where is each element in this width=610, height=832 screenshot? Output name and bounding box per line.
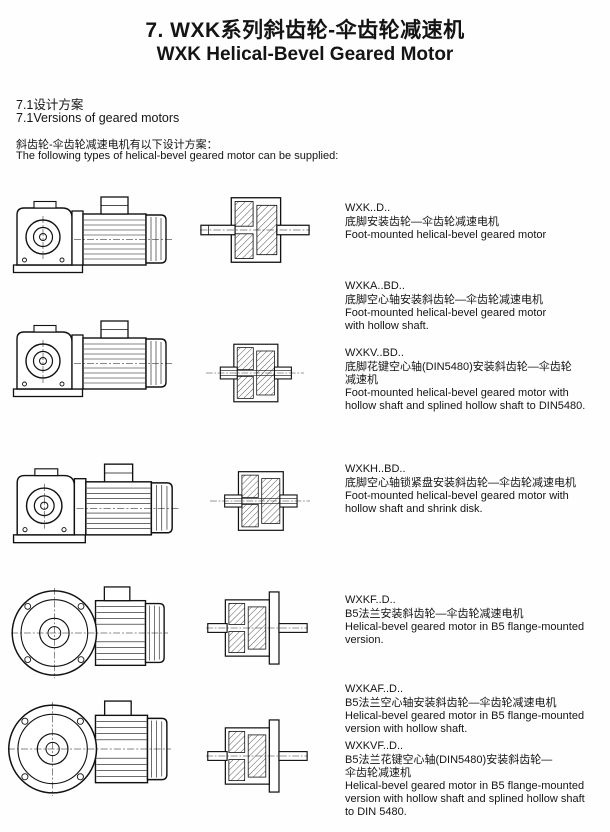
hollow-shaft-cross-section-drawing-2 [210,466,310,536]
flange-mounted-geared-motor-drawing-2 [6,698,188,800]
flange-cross-section-drawing-1 [206,588,308,668]
variant-desc-en: Helical-bevel geared motor in B5 flange-… [345,780,585,818]
intro-text-zh: 斜齿轮-伞齿轮减速电机有以下设计方案： [16,139,218,151]
page-title-zh: 7. WXK系列斜齿轮-伞齿轮减速机 [145,19,465,42]
variant-block-wxkaf-d: WXKAF..D.. B5法兰空心轴安装斜齿轮—伞齿轮减速电机 Helical-… [345,683,607,736]
section-heading-zh: 7.1设计方案 [16,98,84,112]
variant-block-wxk-d: WXK..D.. 底脚安装齿轮—伞齿轮减速电机 Foot-mounted hel… [345,202,607,242]
foot-mounted-hollow-shaft-motor-drawing [12,310,187,400]
variant-block-wxkh-bd: WXKH..BD.. 底脚空心轴锁紧盘安装斜齿轮—伞齿轮减速电机 Foot-mo… [345,463,607,516]
variant-desc-en: Foot-mounted helical-bevel geared motor … [345,307,547,332]
variant-desc-zh: 底脚安装齿轮—伞齿轮减速电机 [345,216,499,228]
variant-block-wxkvf-d: WXKVF..D.. B5法兰花键空心轴(DIN5480)安装斜齿轮— 伞齿轮减… [345,740,607,819]
intro-text-en: The following types of helical-bevel gea… [16,150,339,162]
variant-model: WXKF..D.. [345,594,396,606]
flange-cross-section-drawing-2 [206,712,308,800]
variant-block-wxkv-bd: WXKV..BD.. 底脚花键空心轴(DIN5480)安装斜齿轮—伞齿轮 减速机… [345,347,607,413]
flange-mounted-geared-motor-drawing-1 [6,584,188,682]
gear-unit-cross-section-drawing-1 [197,193,313,267]
variant-desc-en: Helical-bevel geared motor in B5 flange-… [345,710,585,735]
variant-model: WXK..D.. [345,202,391,214]
variant-model: WXKVF..D.. [345,740,404,752]
variant-desc-zh: 底脚空心轴锁紧盘安装斜齿轮—伞齿轮减速电机 [345,477,576,489]
variant-desc-zh: B5法兰空心轴安装斜齿轮—伞齿轮减速电机 [345,697,557,709]
variant-block-wxkf-d: WXKF..D.. B5法兰安装斜齿轮—伞齿轮减速电机 Helical-beve… [345,594,607,647]
variant-desc-zh: 底脚空心轴安装斜齿轮—伞齿轮减速电机 [345,294,543,306]
variant-desc-en: Foot-mounted helical-bevel geared motor [345,229,547,241]
variant-model: WXKAF..D.. [345,683,404,695]
variant-desc-en: Foot-mounted helical-bevel geared motor … [345,387,586,412]
section-heading-en: 7.1Versions of geared motors [16,111,180,125]
variant-model: WXKH..BD.. [345,463,406,475]
variant-block-wxka-bd: WXKA..BD.. 底脚空心轴安装斜齿轮—伞齿轮减速电机 Foot-mount… [345,280,607,333]
foot-mounted-geared-motor-drawing-1 [12,186,187,276]
foot-mounted-shrink-disk-motor-drawing [12,452,194,547]
variant-model: WXKV..BD.. [345,347,404,359]
variant-model: WXKA..BD.. [345,280,405,292]
hollow-shaft-cross-section-drawing-1 [200,340,310,406]
variant-desc-zh: B5法兰安装斜齿轮—伞齿轮减速电机 [345,608,524,620]
variant-desc-zh: B5法兰花键空心轴(DIN5480)安装斜齿轮— 伞齿轮减速机 [345,754,553,779]
variant-desc-en: Helical-bevel geared motor in B5 flange-… [345,621,585,646]
variant-desc-zh: 底脚花键空心轴(DIN5480)安装斜齿轮—伞齿轮 减速机 [345,361,572,386]
page-title-en: WXK Helical-Bevel Geared Motor [156,44,454,65]
variant-desc-en: Foot-mounted helical-bevel geared motor … [345,490,569,515]
